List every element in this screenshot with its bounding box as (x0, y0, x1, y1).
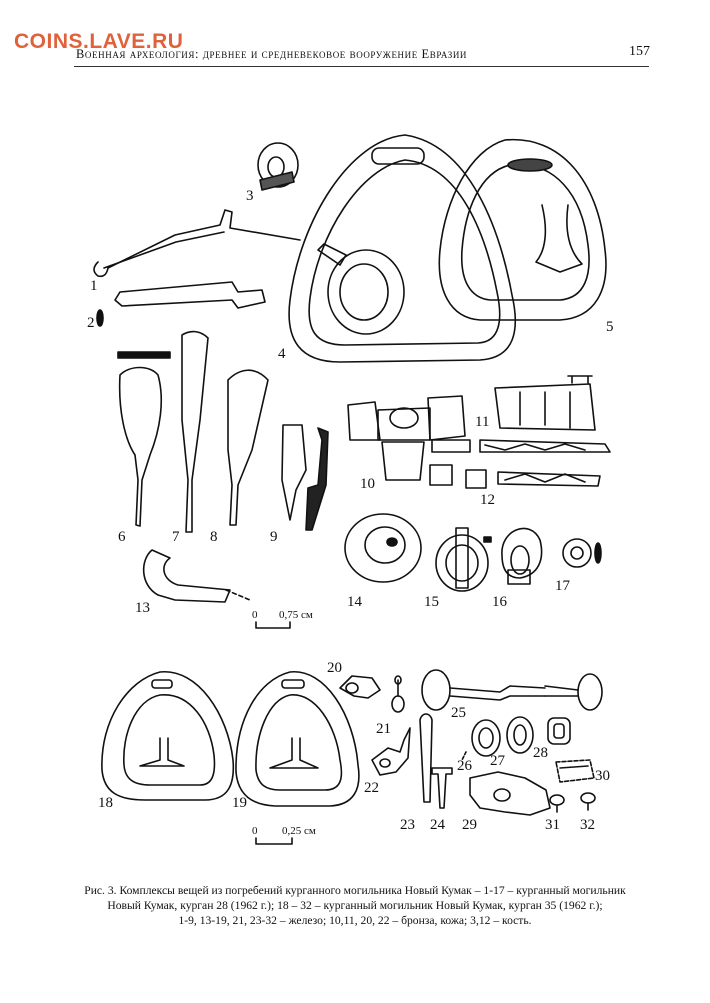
fig-label-17: 17 (555, 578, 571, 594)
scale-bar-top (256, 622, 290, 628)
artifact-24-nail (432, 768, 452, 808)
artifact-19-stirrup (236, 672, 359, 806)
scale-bottom-zero: 0 (252, 825, 258, 837)
fig-label-7: 7 (172, 529, 180, 545)
artifact-8-arrowhead (228, 370, 268, 525)
fig-label-8: 8 (210, 529, 218, 545)
running-title: Военная археология: древнее и средневеко… (76, 47, 468, 61)
artifact-6-arrowhead (118, 352, 170, 526)
scale-bar-bottom (256, 838, 292, 844)
artifact-2-section (97, 310, 103, 326)
artifact-30-fitting (556, 760, 594, 782)
artifact-3-bone-ring (258, 143, 298, 190)
fig-label-4: 4 (278, 346, 286, 362)
fig-label-19: 19 (232, 795, 247, 811)
fig-label-5: 5 (606, 319, 614, 335)
fig-label-27: 27 (490, 753, 506, 769)
fig-label-24: 24 (430, 817, 446, 833)
artifact-23-knife (420, 714, 432, 802)
artifact-knife-fragment (115, 282, 265, 308)
fig-label-10: 10 (360, 476, 375, 492)
artifact-13-fragment (144, 550, 250, 602)
artifact-22-bronze-fitting (372, 728, 410, 775)
scale-top-zero: 0 (252, 609, 258, 621)
scale-top-value: 0,75 см (279, 609, 313, 621)
artifact-17-ring (563, 539, 601, 567)
artifact-32-rivet (581, 793, 595, 810)
header-rule (74, 66, 649, 67)
fig-label-22: 22 (364, 780, 379, 796)
fig-label-32: 32 (580, 817, 595, 833)
fig-label-16: 16 (492, 594, 508, 610)
artifact-28-buckle (548, 718, 570, 744)
fig-label-31: 31 (545, 817, 560, 833)
artifact-20-bronze-buckle (340, 676, 380, 698)
fig-label-30: 30 (595, 768, 610, 784)
fig-label-28: 28 (533, 745, 548, 761)
artifact-11-bronze-fitting (495, 376, 595, 430)
artifact-14-disc (345, 514, 421, 582)
fig-label-9: 9 (270, 529, 278, 545)
fig-label-25: 25 (451, 705, 466, 721)
figure-caption: Рис. 3. Комплексы вещей из погребений ку… (70, 883, 640, 928)
fig-label-21: 21 (376, 721, 391, 737)
fig-label-26: 26 (457, 758, 473, 774)
fig-label-23: 23 (400, 817, 415, 833)
artifact-1-bit-rod (94, 210, 300, 276)
fig-label-20: 20 (327, 660, 342, 676)
artifact-21-ring (392, 676, 404, 712)
artifact-12-bone-plates (430, 440, 610, 488)
artifact-25-bit (422, 670, 602, 710)
artifact-31-rivet (550, 795, 564, 812)
artifact-29-fragment (470, 772, 550, 815)
fig-label-11: 11 (475, 414, 489, 430)
artifact-16-buckle (502, 528, 542, 584)
caption-line-2: Новый Кумак, курган 28 (1962 г.); 18 – 3… (107, 899, 603, 912)
artifact-4-stirrup (289, 135, 515, 362)
fig-label-1: 1 (90, 278, 98, 294)
fig-label-14: 14 (347, 594, 363, 610)
artifact-27-buckle (507, 717, 533, 753)
fig-label-2: 2 (87, 315, 95, 331)
artifact-7-arrowhead (182, 332, 208, 532)
artifact-5-stirrup (439, 140, 606, 320)
artifact-18-stirrup (102, 672, 233, 800)
fig-label-18: 18 (98, 795, 113, 811)
caption-line-3: 1-9, 13-19, 21, 23-32 – железо; 10,11, 2… (178, 914, 532, 927)
fig-label-6: 6 (118, 529, 126, 545)
fig-label-12: 12 (480, 492, 495, 508)
fig-label-3: 3 (246, 188, 254, 204)
fig-label-29: 29 (462, 817, 477, 833)
artifact-15-buckle (436, 528, 491, 591)
artifact-26-buckle (462, 720, 500, 760)
fig-label-15: 15 (424, 594, 439, 610)
fig-label-13: 13 (135, 600, 150, 616)
artifact-9-arrowhead (282, 425, 328, 530)
page-number: 157 (629, 44, 650, 59)
scale-bottom-value: 0,25 см (282, 825, 316, 837)
artifact-10-bronze-fitting (348, 396, 465, 480)
watermark: COINS.LAVE.RU (14, 30, 184, 53)
caption-line-1: Рис. 3. Комплексы вещей из погребений ку… (84, 884, 626, 897)
